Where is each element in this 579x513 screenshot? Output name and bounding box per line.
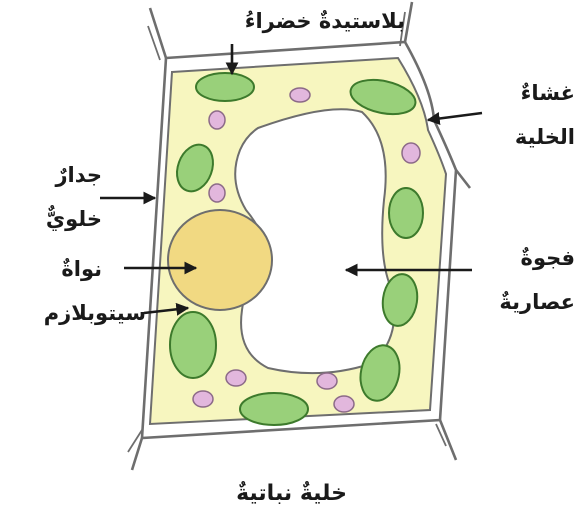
label-chloroplast: بلاستيدةٌ خضراءُ — [245, 8, 405, 33]
cell-membrane-arrow — [428, 113, 482, 120]
granule — [209, 111, 225, 129]
chloroplast — [389, 188, 423, 238]
diagram-caption: خليةٌ نباتيةٌ — [236, 481, 347, 506]
label-cell-wall: خلويٌّ — [46, 204, 102, 232]
label-nucleus: نواةٌ — [61, 256, 102, 281]
label-vacuole: فجوةٌ — [521, 245, 575, 270]
label-cell-wall: جدارٌ — [54, 163, 102, 187]
chloroplast — [240, 393, 308, 425]
granule — [209, 184, 225, 202]
granule — [334, 396, 354, 412]
chloroplast — [170, 312, 216, 378]
nucleus — [168, 210, 272, 310]
granule — [402, 143, 420, 163]
granule — [193, 391, 213, 407]
label-cell-membrane: الخلية — [515, 125, 575, 149]
granule — [290, 88, 310, 102]
granule — [226, 370, 246, 386]
label-cell-membrane: غشاءٌ — [521, 81, 575, 105]
granule — [317, 373, 337, 389]
label-cytoplasm: سيتوبلازم — [44, 301, 146, 325]
label-vacuole: عصاريةٌ — [499, 290, 575, 314]
chloroplast — [196, 73, 254, 101]
